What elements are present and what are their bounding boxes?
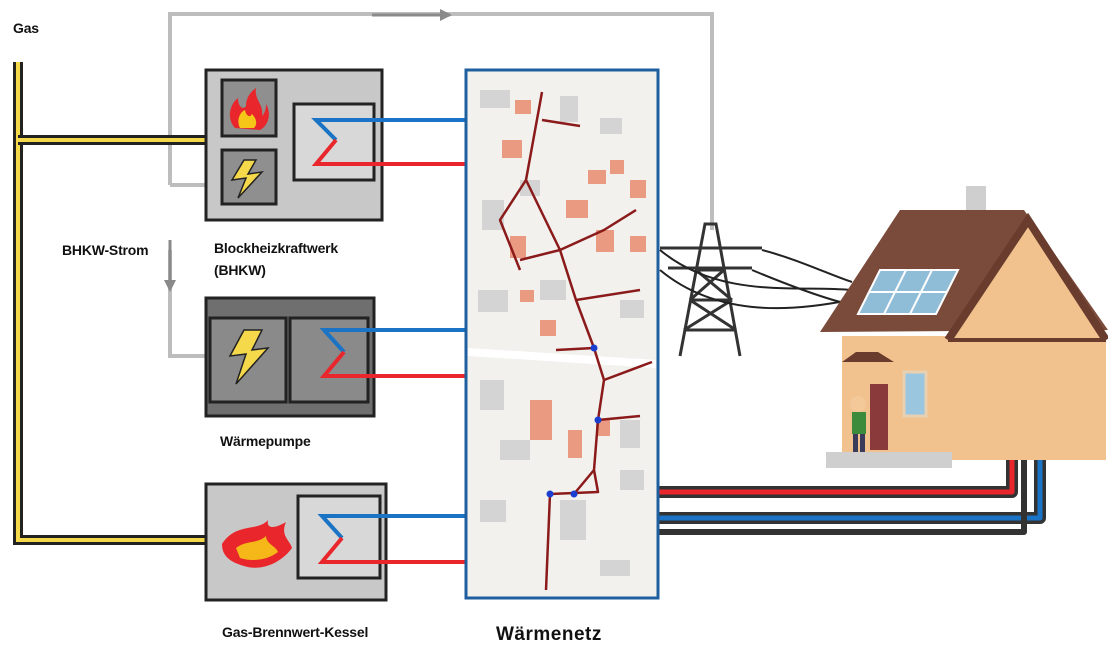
district-heating-pipes: [658, 460, 1046, 535]
bhkw-strom-label: BHKW-Strom: [62, 242, 149, 258]
heat-exchanger-icon: [311, 118, 466, 564]
bhkw-unit: [204, 68, 384, 222]
heat-pump-label: Wärmepumpe: [220, 433, 311, 449]
heat-network-map: [464, 68, 660, 600]
network-label: Wärmenetz: [496, 624, 602, 645]
lightning-icon: [228, 329, 270, 385]
flame-icon: [229, 88, 269, 130]
lightning-icon: [230, 159, 264, 199]
boiler-label: Gas-Brennwert-Kessel: [222, 624, 369, 640]
heat-pump-unit: [204, 296, 376, 418]
solar-panel-icon: [856, 269, 960, 315]
bhkw-name-label: Blockheizkraftwerk: [214, 240, 339, 256]
bhkw-abbrev-label: (BHKW): [214, 262, 266, 278]
arrow-down-icon: [164, 240, 176, 292]
person-icon: [850, 396, 866, 452]
gas-supply-line: [13, 62, 206, 545]
gas-label: Gas: [13, 20, 39, 36]
flame-icon: [222, 520, 292, 568]
arrow-right-icon: [372, 9, 452, 21]
power-tower-icon: [659, 222, 853, 357]
